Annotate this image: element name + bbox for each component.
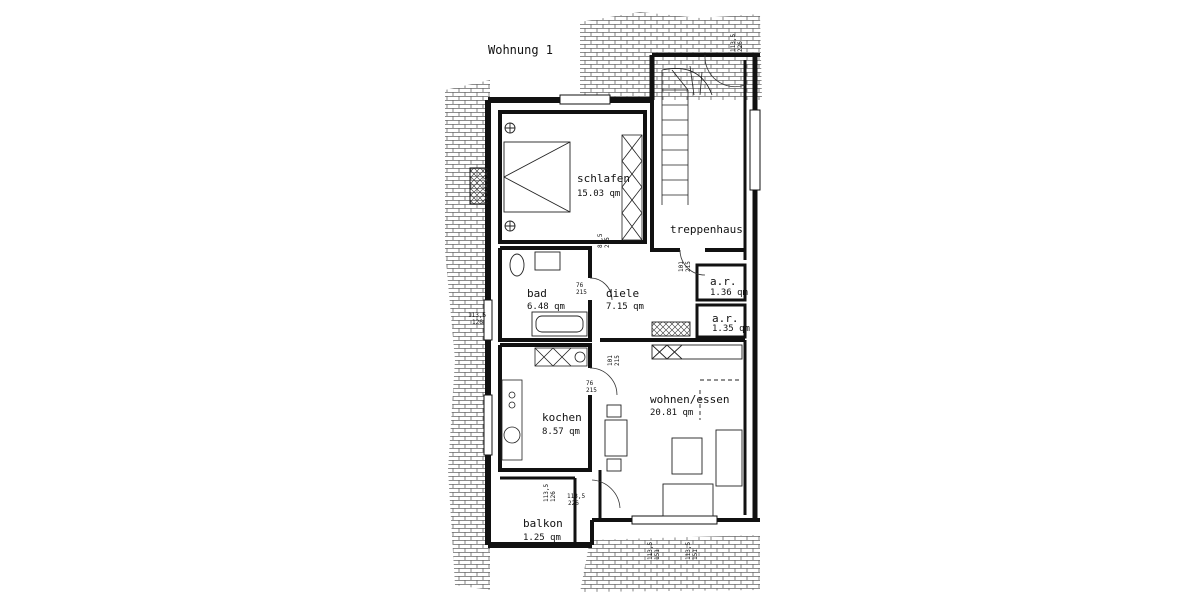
dim-diele-door: 101: [607, 355, 614, 366]
dim-balkon-2-h: 226: [568, 500, 579, 507]
dim-bad-door: 76: [576, 282, 584, 289]
room-area-balkon: 1.25 qm: [523, 533, 561, 543]
bathroom-fixtures: [509, 251, 588, 337]
room-name-wohnen: wohnen/essen: [650, 393, 729, 406]
dim-top-window-h: 226: [737, 41, 744, 52]
dim-schlafen-door: 86,5: [597, 233, 604, 248]
dim-balkon-1: 113,5: [543, 484, 550, 502]
room-name-ar1: a.r.: [710, 275, 737, 288]
dim-wohnen-window-1: 113,5: [647, 542, 654, 560]
room-labels: schlafen 15.03 qm treppenhaus bad 6.48 q…: [523, 172, 750, 543]
living-furniture: [604, 321, 743, 517]
dimension-labels: 86,5 215 101 215 76 215 113,5 126 101 21…: [468, 34, 744, 560]
dim-schlafen-door-h: 215: [604, 237, 611, 248]
windows: [469, 94, 761, 525]
dim-wohnen-window-1-h: 151: [654, 549, 661, 560]
room-name-bad: bad: [527, 287, 547, 300]
walls: [485, 53, 760, 548]
dim-wohnen-window-2-h: 151: [692, 549, 699, 560]
room-area-kochen: 8.57 qm: [542, 427, 580, 437]
dim-balkon-2: 113,5: [567, 493, 585, 500]
doors: [589, 54, 746, 509]
dim-stair-door: 101: [678, 261, 685, 272]
room-area-ar1: 1.36 qm: [710, 288, 748, 298]
dim-diele-door-h: 215: [614, 355, 621, 366]
kitchen-fixtures: [501, 347, 588, 461]
room-name-schlafen: schlafen: [577, 172, 630, 185]
dim-kochen-door: 76: [586, 380, 594, 387]
dim-balkon-1-h: 126: [550, 491, 557, 502]
room-area-ar2: 1.35 qm: [712, 324, 750, 334]
wardrobe: [621, 134, 643, 241]
room-name-treppenhaus: treppenhaus: [670, 223, 743, 236]
dim-bad-window: 113,5: [468, 312, 486, 319]
staircase: [661, 65, 713, 205]
dim-kochen-door-h: 215: [586, 387, 597, 394]
dim-top-window: 113,5: [730, 34, 737, 52]
room-area-schlafen: 15.03 qm: [577, 189, 620, 199]
room-area-diele: 7.15 qm: [606, 302, 644, 312]
room-name-balkon: balkon: [523, 517, 563, 530]
room-area-wohnen: 20.81 qm: [650, 408, 693, 418]
dim-bad-window-h: 126: [472, 319, 483, 326]
room-name-diele: diele: [606, 287, 639, 300]
room-name-ar2: a.r.: [712, 312, 739, 325]
room-name-kochen: kochen: [542, 411, 582, 424]
room-area-bad: 6.48 qm: [527, 302, 565, 312]
dim-wohnen-window-2: 113,5: [685, 542, 692, 560]
plan-title: Wohnung 1: [488, 43, 553, 57]
dim-bad-door-h: 215: [576, 289, 587, 296]
bed: [503, 122, 571, 232]
dim-stair-door-h: 215: [685, 261, 692, 272]
